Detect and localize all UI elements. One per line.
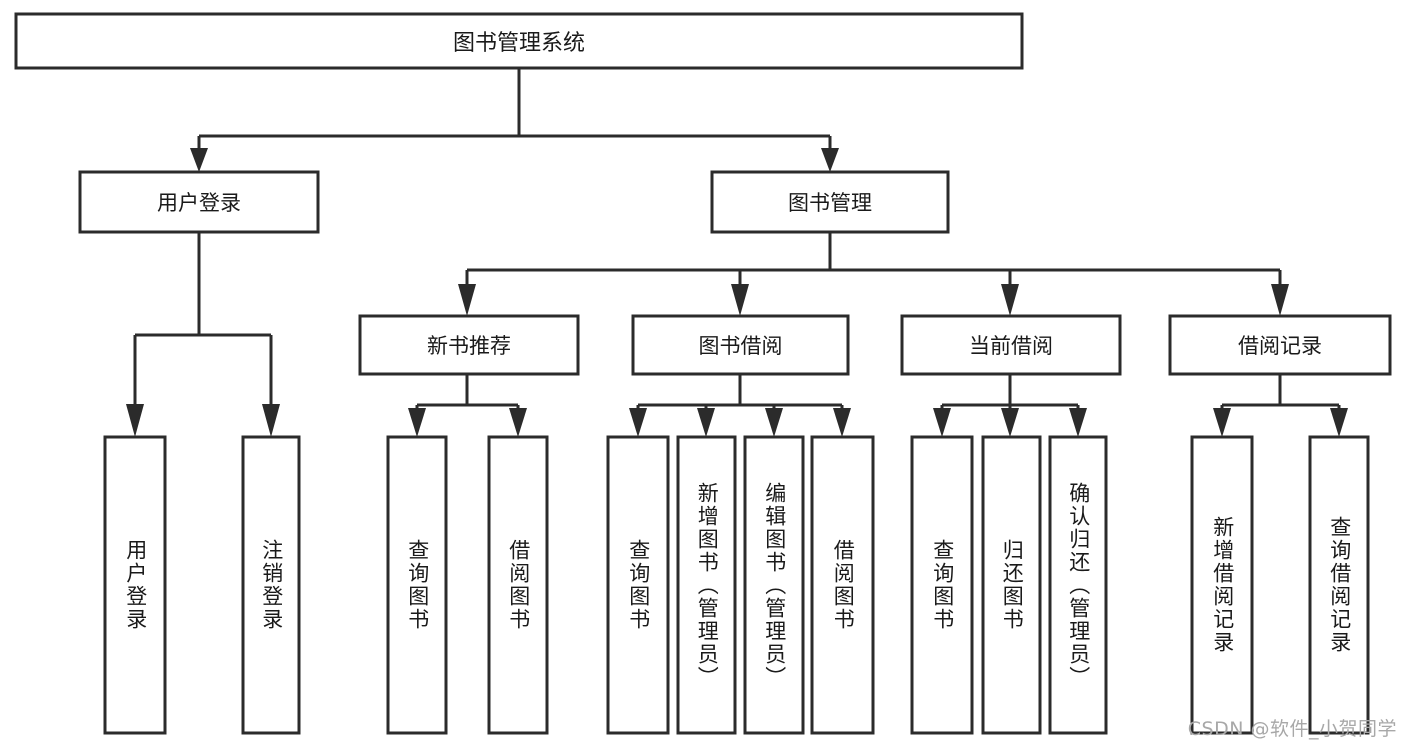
arrow-cb-to-leaf3-icon: [1069, 408, 1087, 437]
arrow-ul-to-leaf1-icon: [126, 404, 144, 437]
arrow-br-to-leaf2-icon: [1330, 408, 1348, 437]
leaf-logout-box[interactable]: [241, 435, 301, 735]
arrow-root-to-user-login-icon: [190, 148, 208, 172]
watermark-text: CSDN @软件_小贺同学: [1187, 718, 1397, 740]
arrow-ul-to-leaf2-icon: [262, 404, 280, 437]
arrow-bm-to-record-icon: [1271, 284, 1289, 316]
connector-group-user-login: [126, 232, 280, 437]
leaf-add-record-box[interactable]: [1190, 435, 1254, 735]
leaf-query-book-1-box[interactable]: [386, 435, 448, 735]
connector-group-current-borrow: [933, 374, 1087, 437]
leaf-user-login-box[interactable]: [103, 435, 167, 735]
connector-group-borrow-record: [1213, 374, 1348, 437]
leaf-edit-book-box[interactable]: [743, 435, 805, 735]
leaf-borrow-book-2-box[interactable]: [810, 435, 875, 735]
node-borrow-record-box[interactable]: [1168, 314, 1392, 376]
arrow-nb-to-leaf1-icon: [408, 408, 426, 437]
node-book-borrow-box[interactable]: [631, 314, 850, 376]
arrow-bm-to-current-icon: [1001, 284, 1019, 316]
connector-group-new-book-recommend: [408, 374, 527, 437]
node-new-book-recommend-box[interactable]: [358, 314, 580, 376]
leaf-borrow-book-1-box[interactable]: [487, 435, 549, 735]
arrow-cb-to-leaf2-icon: [1001, 408, 1019, 437]
leaf-query-book-3-box[interactable]: [910, 435, 974, 735]
arrow-bb-to-leaf1-icon: [629, 408, 647, 437]
arrow-bm-to-borrow-icon: [731, 284, 749, 316]
leaf-return-book-box[interactable]: [981, 435, 1042, 735]
arrow-bm-to-new-book-icon: [458, 284, 476, 316]
leaf-query-record-box[interactable]: [1308, 435, 1370, 735]
node-root-box[interactable]: [14, 12, 1024, 70]
node-book-management-box[interactable]: [710, 170, 950, 234]
arrow-bb-to-leaf4-icon: [833, 408, 851, 437]
arrow-nb-to-leaf2-icon: [509, 408, 527, 437]
arrow-bb-to-leaf3-icon: [765, 408, 783, 437]
arrow-br-to-leaf1-icon: [1213, 408, 1231, 437]
connector-group-book-borrow: [629, 374, 851, 437]
connector-group-root: [190, 68, 839, 172]
arrow-cb-to-leaf1-icon: [933, 408, 951, 437]
node-user-login-box[interactable]: [78, 170, 320, 234]
arrow-root-to-book-management-icon: [821, 148, 839, 172]
leaf-add-book-box[interactable]: [676, 435, 737, 735]
node-current-borrow-box[interactable]: [900, 314, 1122, 376]
arrow-bb-to-leaf2-icon: [697, 408, 715, 437]
connector-group-book-management: [458, 232, 1289, 316]
leaf-query-book-2-box[interactable]: [606, 435, 670, 735]
leaf-confirm-return-box[interactable]: [1048, 435, 1108, 735]
